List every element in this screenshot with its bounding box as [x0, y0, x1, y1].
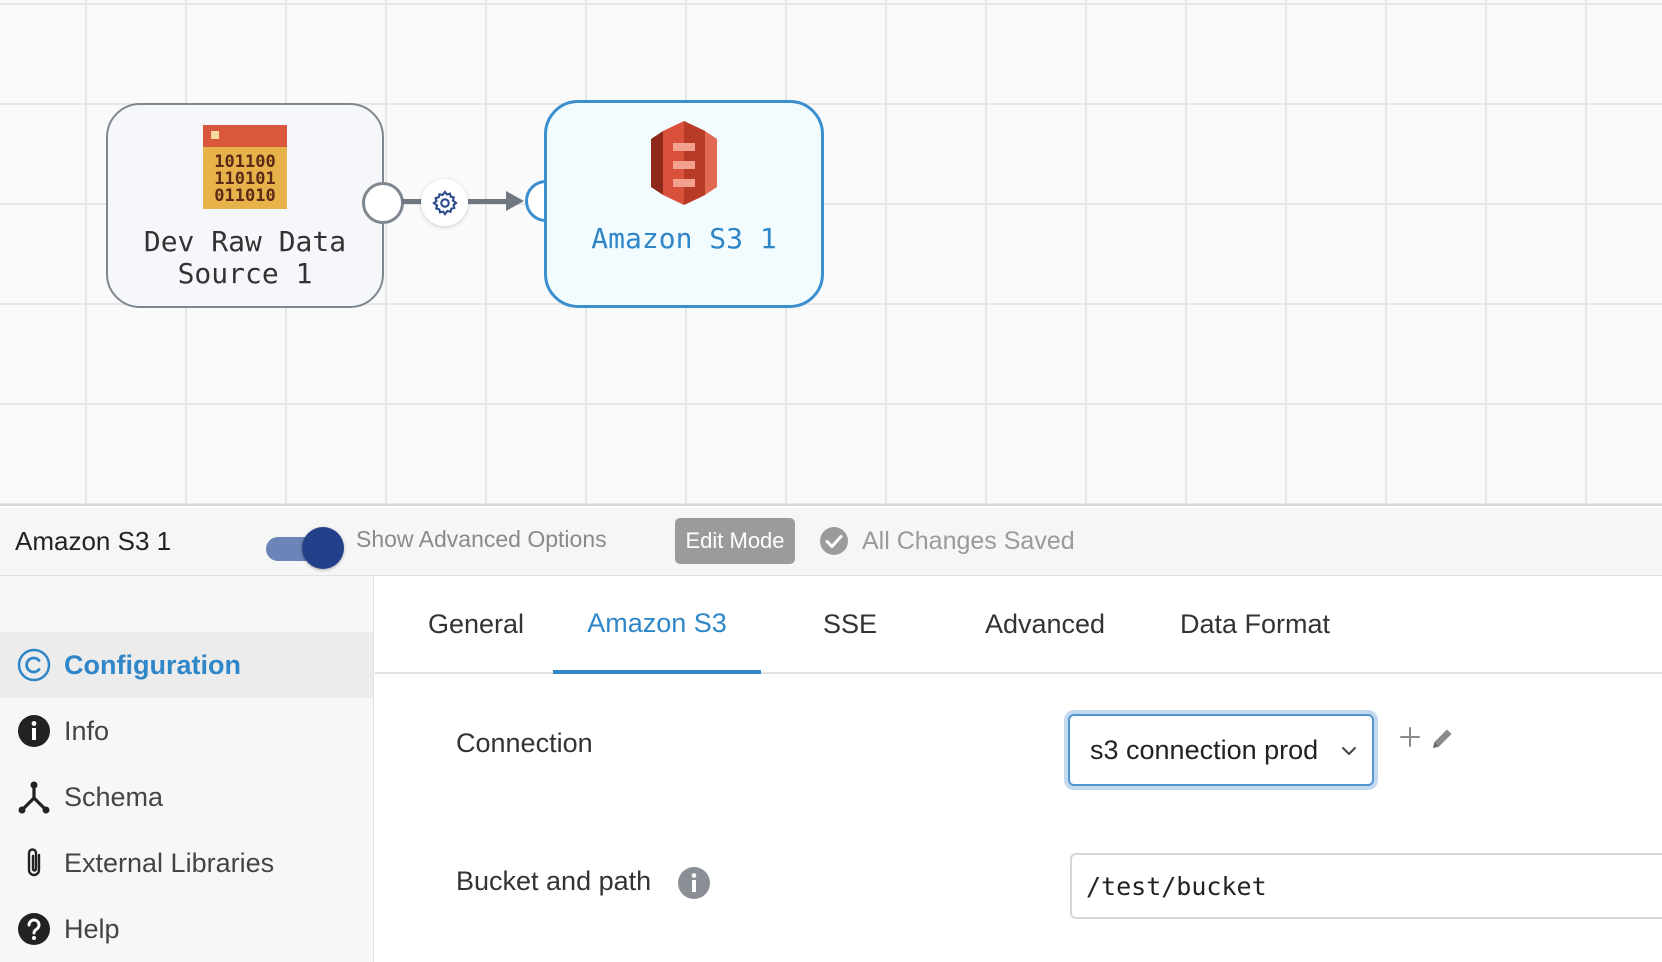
sidebar-item-label: Help — [64, 913, 120, 944]
node-label: Amazon S3 1 — [591, 222, 777, 255]
bucket-path-label: Bucket and path — [456, 866, 652, 896]
node-label-line-2: Source 1 — [177, 257, 313, 290]
advanced-options-toggle[interactable] — [266, 527, 344, 569]
sidebar-item-label: External Libraries — [64, 847, 275, 878]
tab-data-format[interactable]: Data Format — [1179, 608, 1331, 639]
stage-title: Amazon S3 1 — [15, 526, 172, 556]
question-circle-icon — [18, 913, 50, 945]
gear-icon — [431, 189, 458, 216]
sidebar-item-configuration[interactable]: Configuration — [0, 632, 373, 698]
edge-line — [402, 199, 422, 204]
pipeline-canvas[interactable]: 101100 110101 011010 Dev Raw Data Source… — [0, 0, 1662, 506]
svg-text:101100: 101100 — [214, 152, 275, 172]
config-tabs: General Amazon S3 SSE Advanced Data Form… — [375, 576, 1662, 674]
connection-label: Connection — [456, 728, 593, 758]
sidebar-item-info[interactable]: Info — [0, 698, 373, 764]
amazon-s3-icon — [651, 121, 717, 205]
node-label: Dev Raw Data Source 1 — [108, 226, 382, 290]
edge-line — [468, 199, 512, 204]
binary-data-icon: 101100 110101 011010 — [203, 125, 287, 209]
node-dev-raw-data-source[interactable]: 101100 110101 011010 Dev Raw Data Source… — [106, 103, 384, 308]
check-circle-icon — [820, 527, 848, 555]
output-port[interactable] — [362, 182, 404, 224]
bucket-path-input[interactable] — [1070, 853, 1662, 919]
node-amazon-s3[interactable]: Amazon S3 1 — [544, 100, 824, 308]
paperclip-icon — [27, 848, 41, 877]
edit-mode-button[interactable]: Edit Mode — [675, 518, 795, 564]
svg-text:011010: 011010 — [214, 186, 275, 206]
config-sidebar: Configuration Info Schema External Libra… — [0, 576, 374, 962]
edge-arrowhead — [506, 191, 524, 211]
properties-header: Amazon S3 1 Show Advanced Options Edit M… — [0, 508, 1662, 576]
tab-sse[interactable]: SSE — [822, 608, 878, 639]
connection-selected-value: s3 connection prod — [1090, 734, 1319, 765]
sidebar-item-label: Schema — [64, 781, 164, 812]
chevron-down-icon — [1342, 747, 1356, 755]
sidebar-item-label: Configuration — [64, 649, 241, 680]
info-icon — [18, 715, 50, 747]
schema-fork-icon — [18, 781, 50, 814]
svg-text:110101: 110101 — [214, 169, 275, 189]
sidebar-item-help[interactable]: Help — [0, 896, 373, 962]
toggle-knob — [302, 527, 344, 569]
connection-select[interactable]: s3 connection prod — [1068, 714, 1374, 786]
plus-icon[interactable] — [1398, 725, 1422, 749]
sidebar-item-schema[interactable]: Schema — [0, 764, 373, 830]
pencil-icon[interactable] — [1428, 725, 1456, 753]
tab-general[interactable]: General — [427, 608, 525, 639]
save-status: All Changes Saved — [862, 527, 1075, 555]
sidebar-item-label: Info — [64, 715, 110, 746]
info-icon[interactable] — [677, 866, 711, 900]
node-label-line-1: Dev Raw Data — [143, 225, 347, 258]
sidebar-item-external-libraries[interactable]: External Libraries — [0, 830, 373, 896]
tab-advanced[interactable]: Advanced — [984, 608, 1106, 639]
copyright-circle-icon — [17, 648, 51, 682]
tab-amazon-s3[interactable]: Amazon S3 — [553, 576, 761, 674]
edge-settings-button[interactable] — [421, 179, 468, 226]
advanced-options-label: Show Advanced Options — [356, 526, 607, 552]
